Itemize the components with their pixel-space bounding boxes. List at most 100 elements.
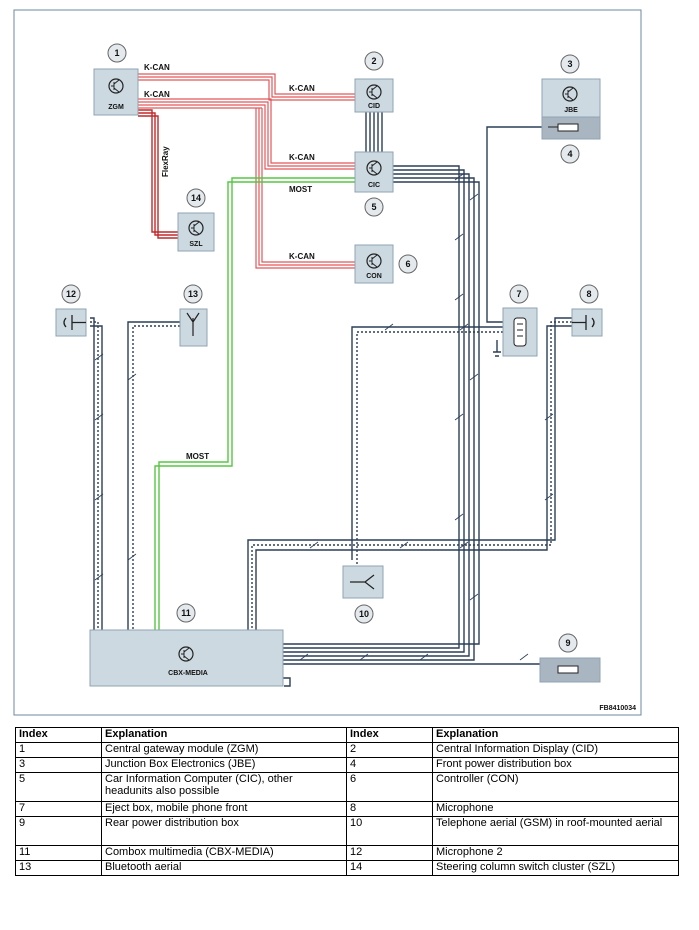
index-marker: 1 <box>107 43 127 63</box>
wiring-diagram: ZGM CID JBE CIC CON SZL <box>13 9 642 716</box>
index-marker: 12 <box>61 284 81 304</box>
transistor-icon <box>108 78 124 94</box>
svg-text:1: 1 <box>114 48 119 58</box>
phone-icon <box>513 317 527 347</box>
transistor-icon <box>562 86 578 102</box>
kcan-label: K-CAN <box>289 252 315 261</box>
index-marker: 8 <box>579 284 599 304</box>
cell-explanation: Bluetooth aerial <box>101 860 347 876</box>
transistor-icon <box>366 84 382 100</box>
cell-explanation: Microphone <box>432 801 679 817</box>
module-cid: CID <box>354 78 394 113</box>
svg-text:10: 10 <box>359 609 369 619</box>
cell-index: 9 <box>15 816 102 846</box>
module-bluetooth-aerial <box>179 308 208 347</box>
svg-text:14: 14 <box>191 193 201 203</box>
module-cbx-media: CBX-MEDIA <box>89 629 284 687</box>
svg-text:4: 4 <box>567 149 572 159</box>
header-explanation: Explanation <box>101 727 347 743</box>
kcan-label: K-CAN <box>289 84 315 93</box>
index-marker: 9 <box>558 633 578 653</box>
header-explanation: Explanation <box>432 727 679 743</box>
cell-explanation: Microphone 2 <box>432 845 679 861</box>
index-marker: 14 <box>186 188 206 208</box>
antenna-icon <box>186 312 200 336</box>
table-row: 13 Bluetooth aerial 14 Steering column s… <box>15 860 679 876</box>
flexray-bus <box>138 109 178 239</box>
module-microphone <box>571 308 603 337</box>
index-marker: 11 <box>176 603 196 623</box>
header-index: Index <box>15 727 102 743</box>
table-row: 7 Eject box, mobile phone front 8 Microp… <box>15 801 679 817</box>
cell-index: 3 <box>15 757 102 773</box>
fuse-icon <box>557 123 579 132</box>
index-marker: 2 <box>364 51 384 71</box>
cable-harness <box>90 112 572 687</box>
module-rear-distribution-box <box>539 657 601 683</box>
cell-explanation: Combox multimedia (CBX-MEDIA) <box>101 845 347 861</box>
index-marker: 5 <box>364 197 384 217</box>
module-label: SZL <box>189 241 203 248</box>
cell-explanation: Controller (CON) <box>432 772 679 802</box>
cell-index: 5 <box>15 772 102 802</box>
header-index: Index <box>346 727 433 743</box>
svg-text:12: 12 <box>66 289 76 299</box>
cell-explanation: Steering column switch cluster (SZL) <box>432 860 679 876</box>
most-label: MOST <box>289 185 312 194</box>
svg-text:8: 8 <box>586 289 591 299</box>
legend-header-row: Index Explanation Index Explanation <box>15 727 679 743</box>
cell-index: 11 <box>15 845 102 861</box>
svg-text:11: 11 <box>181 608 191 618</box>
svg-text:7: 7 <box>516 289 521 299</box>
cell-index: 14 <box>346 860 433 876</box>
index-marker: 13 <box>183 284 203 304</box>
module-jbe: JBE <box>541 78 601 140</box>
index-marker: 10 <box>354 604 374 624</box>
table-row: 1 Central gateway module (ZGM) 2 Central… <box>15 742 679 758</box>
cell-explanation: Front power distribution box <box>432 757 679 773</box>
kcan-label: K-CAN <box>144 90 170 99</box>
antenna-icon <box>350 574 375 590</box>
svg-text:5: 5 <box>371 202 376 212</box>
table-row: 9 Rear power distribution box 10 Telepho… <box>15 816 679 846</box>
module-label: CIC <box>368 182 380 189</box>
cell-explanation: Rear power distribution box <box>101 816 347 846</box>
cell-index: 12 <box>346 845 433 861</box>
fuse-icon <box>557 665 579 674</box>
cell-explanation: Central gateway module (ZGM) <box>101 742 347 758</box>
cell-explanation: Junction Box Electronics (JBE) <box>101 757 347 773</box>
module-microphone-2 <box>55 308 87 337</box>
index-marker: 4 <box>560 144 580 164</box>
most-label: MOST <box>186 452 209 461</box>
index-marker: 3 <box>560 54 580 74</box>
module-telephone-aerial <box>342 565 384 599</box>
module-label: JBE <box>564 107 578 114</box>
harness-ticks <box>94 173 554 661</box>
module-label: ZGM <box>108 104 124 111</box>
module-eject-box <box>502 307 538 357</box>
cell-index: 1 <box>15 742 102 758</box>
cell-explanation: Eject box, mobile phone front <box>101 801 347 817</box>
svg-text:2: 2 <box>371 56 376 66</box>
module-label: CID <box>368 103 380 110</box>
module-zgm: ZGM <box>93 68 139 116</box>
module-label: CON <box>366 273 382 280</box>
microphone-icon <box>572 315 595 330</box>
index-marker: 7 <box>509 284 529 304</box>
table-row: 5 Car Information Computer (CIC), other … <box>15 772 679 802</box>
index-markers: 1 2 3 4 5 6 7 8 9 10 11 12 13 14 <box>61 43 599 653</box>
module-label: CBX-MEDIA <box>168 670 208 677</box>
svg-text:13: 13 <box>188 289 198 299</box>
cell-index: 6 <box>346 772 433 802</box>
svg-text:3: 3 <box>567 59 572 69</box>
transistor-icon <box>366 160 382 176</box>
cell-index: 13 <box>15 860 102 876</box>
cell-index: 4 <box>346 757 433 773</box>
table-row: 3 Junction Box Electronics (JBE) 4 Front… <box>15 757 679 773</box>
cell-explanation: Central Information Display (CID) <box>432 742 679 758</box>
kcan-bus <box>138 73 355 269</box>
kcan-label: K-CAN <box>144 63 170 72</box>
svg-text:6: 6 <box>405 259 410 269</box>
legend-table: Index Explanation Index Explanation 1 Ce… <box>15 727 679 876</box>
module-con: CON <box>354 244 394 284</box>
